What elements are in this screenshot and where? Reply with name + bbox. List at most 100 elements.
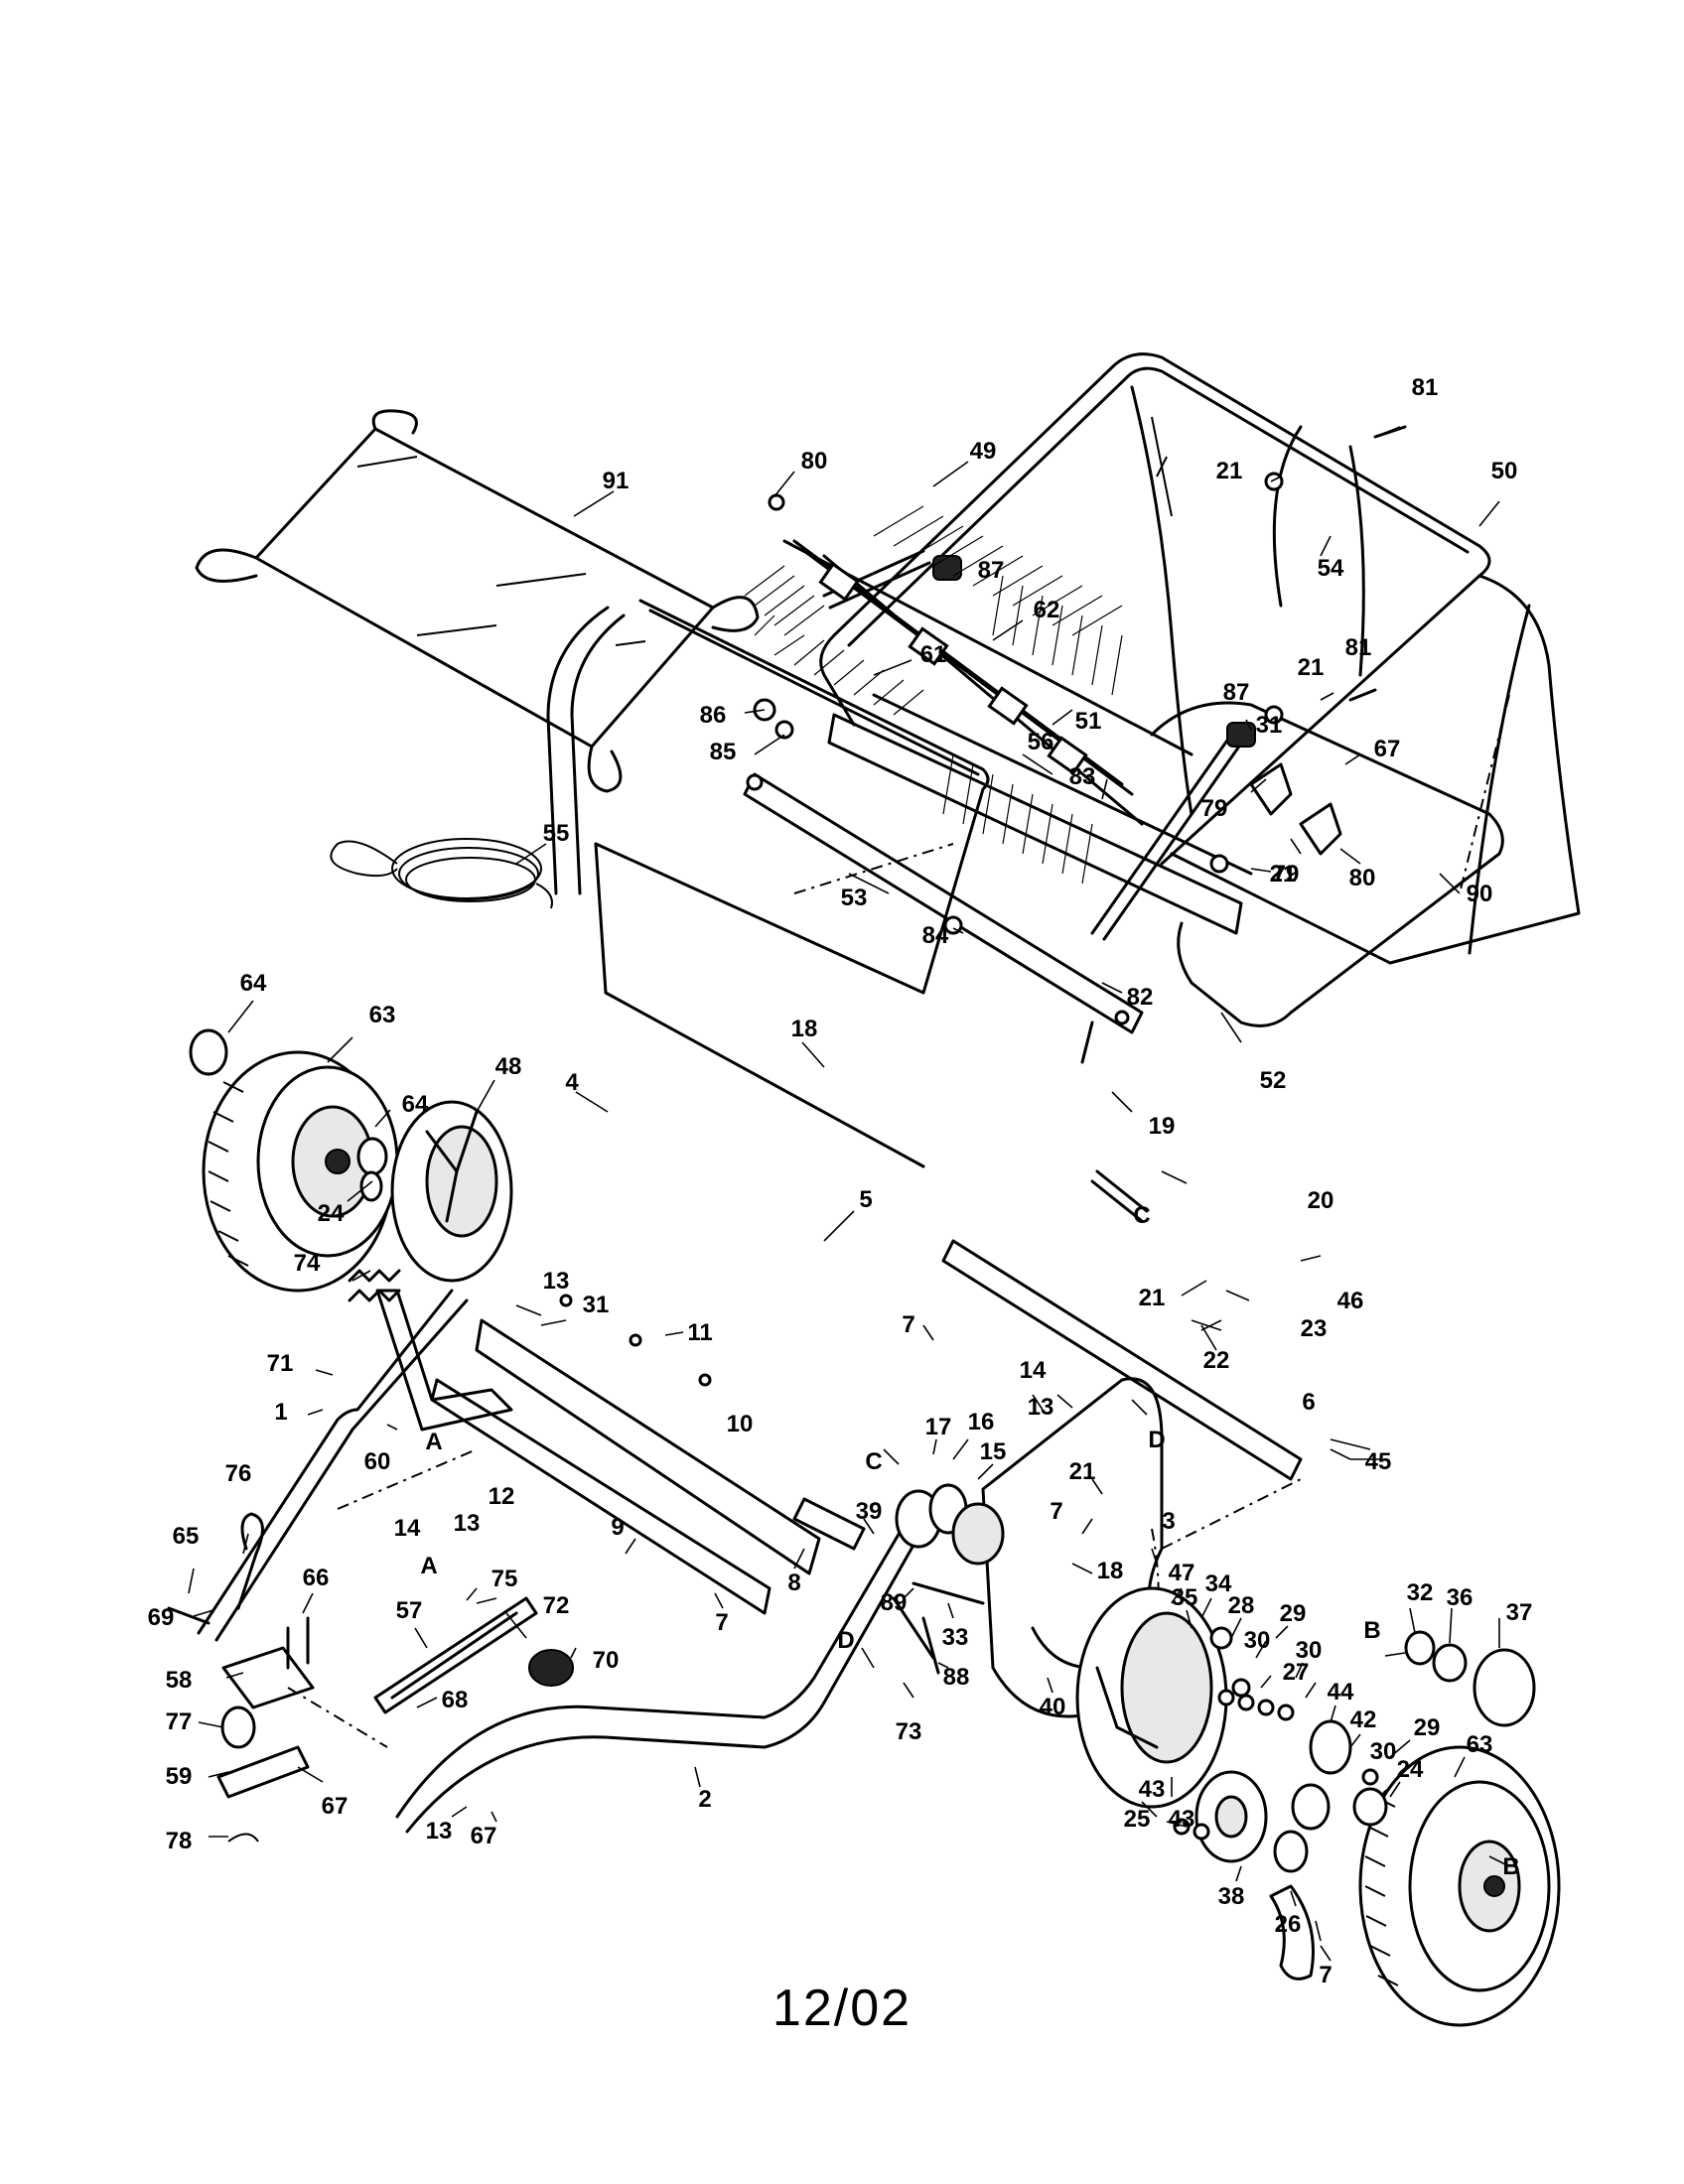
callout-37: 37 [1506, 1599, 1533, 1626]
callout-1: 1 [274, 1399, 287, 1426]
callout-28: 28 [1228, 1592, 1255, 1619]
callout-66: 66 [303, 1565, 330, 1591]
callout-24: 24 [1397, 1756, 1424, 1783]
callout-labels: 91 80 49 81 87 50 21 54 62 61 86 85 51 5… [148, 374, 1533, 1988]
callout-31: 31 [1256, 712, 1283, 739]
callout-55: 55 [543, 820, 570, 847]
callout-20: 20 [1308, 1187, 1334, 1214]
callout-5: 5 [859, 1186, 872, 1213]
callout-56: 56 [1028, 729, 1054, 755]
callout-23: 23 [1301, 1315, 1328, 1342]
callout-B: B [1363, 1617, 1380, 1644]
date-code: 12/02 [772, 1979, 912, 2037]
callout-79: 79 [1273, 861, 1300, 887]
callout-81: 81 [1412, 374, 1439, 401]
callout-7: 7 [715, 1609, 728, 1636]
callout-76: 76 [225, 1460, 252, 1487]
callout-36: 36 [1447, 1584, 1474, 1611]
callout-42: 42 [1350, 1706, 1377, 1733]
callout-13: 13 [454, 1510, 481, 1537]
callout-21: 21 [1270, 861, 1297, 887]
callout-7: 7 [1050, 1498, 1062, 1525]
callout-12: 12 [489, 1483, 515, 1510]
callout-54: 54 [1318, 555, 1344, 582]
callout-29: 29 [1414, 1714, 1441, 1741]
callout-A: A [425, 1429, 442, 1455]
callout-21: 21 [1298, 654, 1325, 681]
callout-18: 18 [791, 1016, 818, 1042]
callout-62: 62 [1034, 597, 1060, 623]
callout-30: 30 [1296, 1637, 1323, 1664]
callout-D: D [837, 1627, 854, 1654]
callout-8: 8 [787, 1570, 800, 1596]
callout-67: 67 [471, 1823, 497, 1849]
spring-74 [348, 1269, 401, 1302]
callout-11: 11 [687, 1319, 712, 1346]
callout-68: 68 [442, 1687, 469, 1713]
callout-25: 25 [1124, 1806, 1151, 1833]
callout-44: 44 [1328, 1679, 1354, 1706]
callout-4: 4 [565, 1069, 579, 1096]
callout-13: 13 [543, 1268, 570, 1295]
callout-13: 13 [426, 1818, 453, 1844]
callout-71: 71 [267, 1350, 294, 1377]
callout-15: 15 [980, 1438, 1007, 1465]
callout-78: 78 [166, 1828, 193, 1854]
callout-6: 6 [1302, 1389, 1315, 1416]
callout-86: 86 [700, 702, 727, 729]
callout-83: 83 [1069, 763, 1096, 790]
callout-53: 53 [841, 885, 868, 911]
callout-63: 63 [1467, 1731, 1493, 1758]
callout-33: 33 [942, 1624, 969, 1651]
callout-80: 80 [801, 448, 828, 475]
callout-52: 52 [1260, 1067, 1287, 1094]
callout-9: 9 [611, 1514, 624, 1541]
callout-46: 46 [1337, 1288, 1364, 1314]
callout-75: 75 [491, 1566, 518, 1592]
callout-34: 34 [1205, 1570, 1232, 1597]
callout-13: 13 [1028, 1394, 1054, 1421]
callout-C: C [865, 1448, 882, 1475]
callout-27: 27 [1283, 1659, 1310, 1686]
callout-87: 87 [1223, 679, 1250, 706]
drive-parts [892, 1483, 1005, 1675]
callout-7: 7 [902, 1311, 914, 1338]
callout-72: 72 [543, 1592, 570, 1619]
callout-21: 21 [1216, 458, 1243, 484]
callout-67: 67 [1374, 736, 1401, 762]
callout-91: 91 [603, 468, 630, 494]
callout-81: 81 [1345, 634, 1372, 661]
callout-7: 7 [1319, 1962, 1332, 1988]
callout-10: 10 [727, 1411, 754, 1437]
callout-24: 24 [318, 1200, 345, 1227]
callout-73: 73 [896, 1718, 922, 1745]
leader-lines [188, 426, 1510, 1962]
callout-79: 79 [1201, 795, 1228, 822]
callout-18: 18 [1097, 1558, 1124, 1584]
callout-29: 29 [1280, 1600, 1307, 1627]
cord-part [330, 838, 553, 909]
callout-32: 32 [1407, 1579, 1434, 1606]
callout-77: 77 [166, 1708, 193, 1735]
left-wheel-assembly [189, 1028, 513, 1293]
tarp-part [195, 409, 760, 793]
callout-31: 31 [583, 1292, 610, 1318]
callout-21: 21 [1139, 1285, 1166, 1311]
callout-21: 21 [1069, 1458, 1096, 1485]
callout-57: 57 [396, 1597, 423, 1624]
callout-69: 69 [148, 1604, 175, 1631]
callout-26: 26 [1275, 1911, 1302, 1938]
callout-45: 45 [1365, 1448, 1392, 1475]
callout-51: 51 [1075, 708, 1102, 735]
main-frame [430, 599, 1303, 1615]
callout-84: 84 [922, 922, 949, 949]
callout-16: 16 [968, 1409, 995, 1435]
callout-48: 48 [495, 1053, 522, 1080]
callout-49: 49 [970, 438, 997, 465]
callout-40: 40 [1040, 1694, 1066, 1720]
callout-17: 17 [925, 1414, 952, 1440]
callout-65: 65 [173, 1523, 200, 1550]
handle-assembly [167, 1289, 930, 1843]
callout-88: 88 [943, 1664, 970, 1691]
